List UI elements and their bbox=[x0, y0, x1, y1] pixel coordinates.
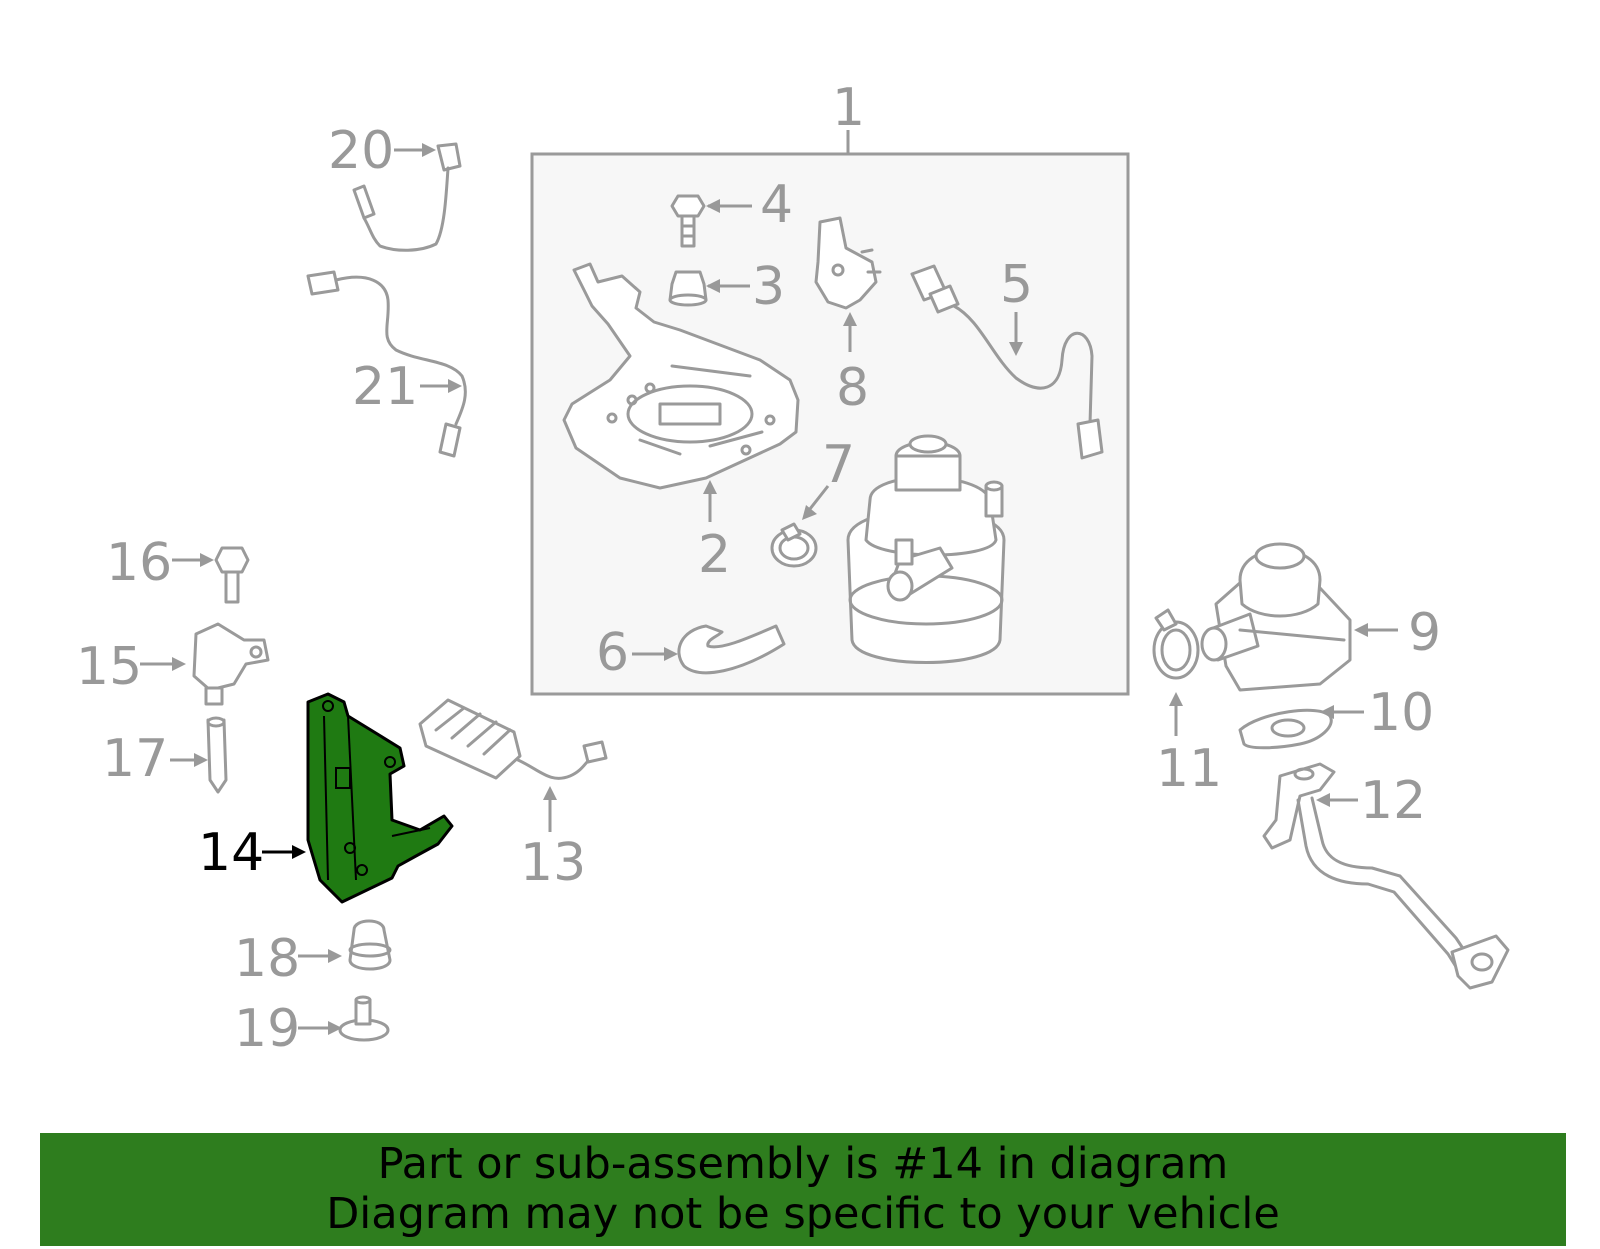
part-15-sensor: 15 bbox=[76, 622, 270, 706]
part-13-control-module: 13 bbox=[418, 698, 608, 893]
part-12-pipe: 12 bbox=[1262, 762, 1510, 990]
part-21-o2-sensor: 21 bbox=[306, 270, 467, 458]
callout-8: 8 bbox=[836, 358, 869, 418]
part-11-clamp: 11 bbox=[1152, 608, 1222, 799]
callout-1: 1 bbox=[832, 78, 865, 138]
part-16-bolt: 16 bbox=[106, 533, 250, 604]
part-5-harness: 5 bbox=[910, 255, 1104, 460]
part-8-sensor: 8 bbox=[814, 216, 882, 418]
callout-7: 7 bbox=[822, 435, 855, 495]
part-19-fastener: 19 bbox=[234, 995, 390, 1059]
callout-21: 21 bbox=[352, 357, 418, 417]
callout-18: 18 bbox=[234, 929, 300, 989]
part-10-gasket: 10 bbox=[1238, 683, 1434, 750]
part-9-valve: 9 bbox=[1200, 542, 1441, 692]
callout-5: 5 bbox=[1000, 255, 1033, 315]
part-18-cap: 18 bbox=[234, 919, 392, 989]
banner-line-1: Part or sub-assembly is #14 in diagram bbox=[377, 1139, 1229, 1189]
callout-19: 19 bbox=[234, 999, 300, 1059]
callout-20: 20 bbox=[328, 121, 394, 181]
callout-17: 17 bbox=[102, 729, 168, 789]
callout-11: 11 bbox=[1156, 739, 1222, 799]
part-14-bracket-highlighted: 14 bbox=[198, 692, 454, 904]
air-pump bbox=[846, 434, 1006, 664]
callout-16: 16 bbox=[106, 533, 172, 593]
part-6-hose: 6 bbox=[596, 623, 786, 683]
part-17-sensor: 17 bbox=[102, 716, 228, 794]
callout-10: 10 bbox=[1368, 683, 1434, 743]
callout-4: 4 bbox=[760, 175, 793, 235]
banner-line-2: Diagram may not be specific to your vehi… bbox=[326, 1189, 1280, 1239]
callout-2: 2 bbox=[698, 525, 731, 585]
part-4-bolt: 4 bbox=[670, 175, 793, 248]
part-2-bracket-plate: 2 bbox=[562, 262, 800, 585]
callout-13: 13 bbox=[520, 833, 586, 893]
part-3-grommet: 3 bbox=[668, 257, 785, 317]
part-7-clamp: 7 bbox=[770, 435, 855, 568]
callout-14: 14 bbox=[198, 823, 264, 883]
callout-15: 15 bbox=[76, 637, 142, 697]
callout-6: 6 bbox=[596, 623, 629, 683]
callout-12: 12 bbox=[1360, 771, 1426, 831]
callout-3: 3 bbox=[752, 257, 785, 317]
callout-9: 9 bbox=[1408, 603, 1441, 663]
info-banner: Part or sub-assembly is #14 in diagram D… bbox=[40, 1133, 1566, 1246]
part-20-o2-sensor: 20 bbox=[328, 121, 462, 252]
